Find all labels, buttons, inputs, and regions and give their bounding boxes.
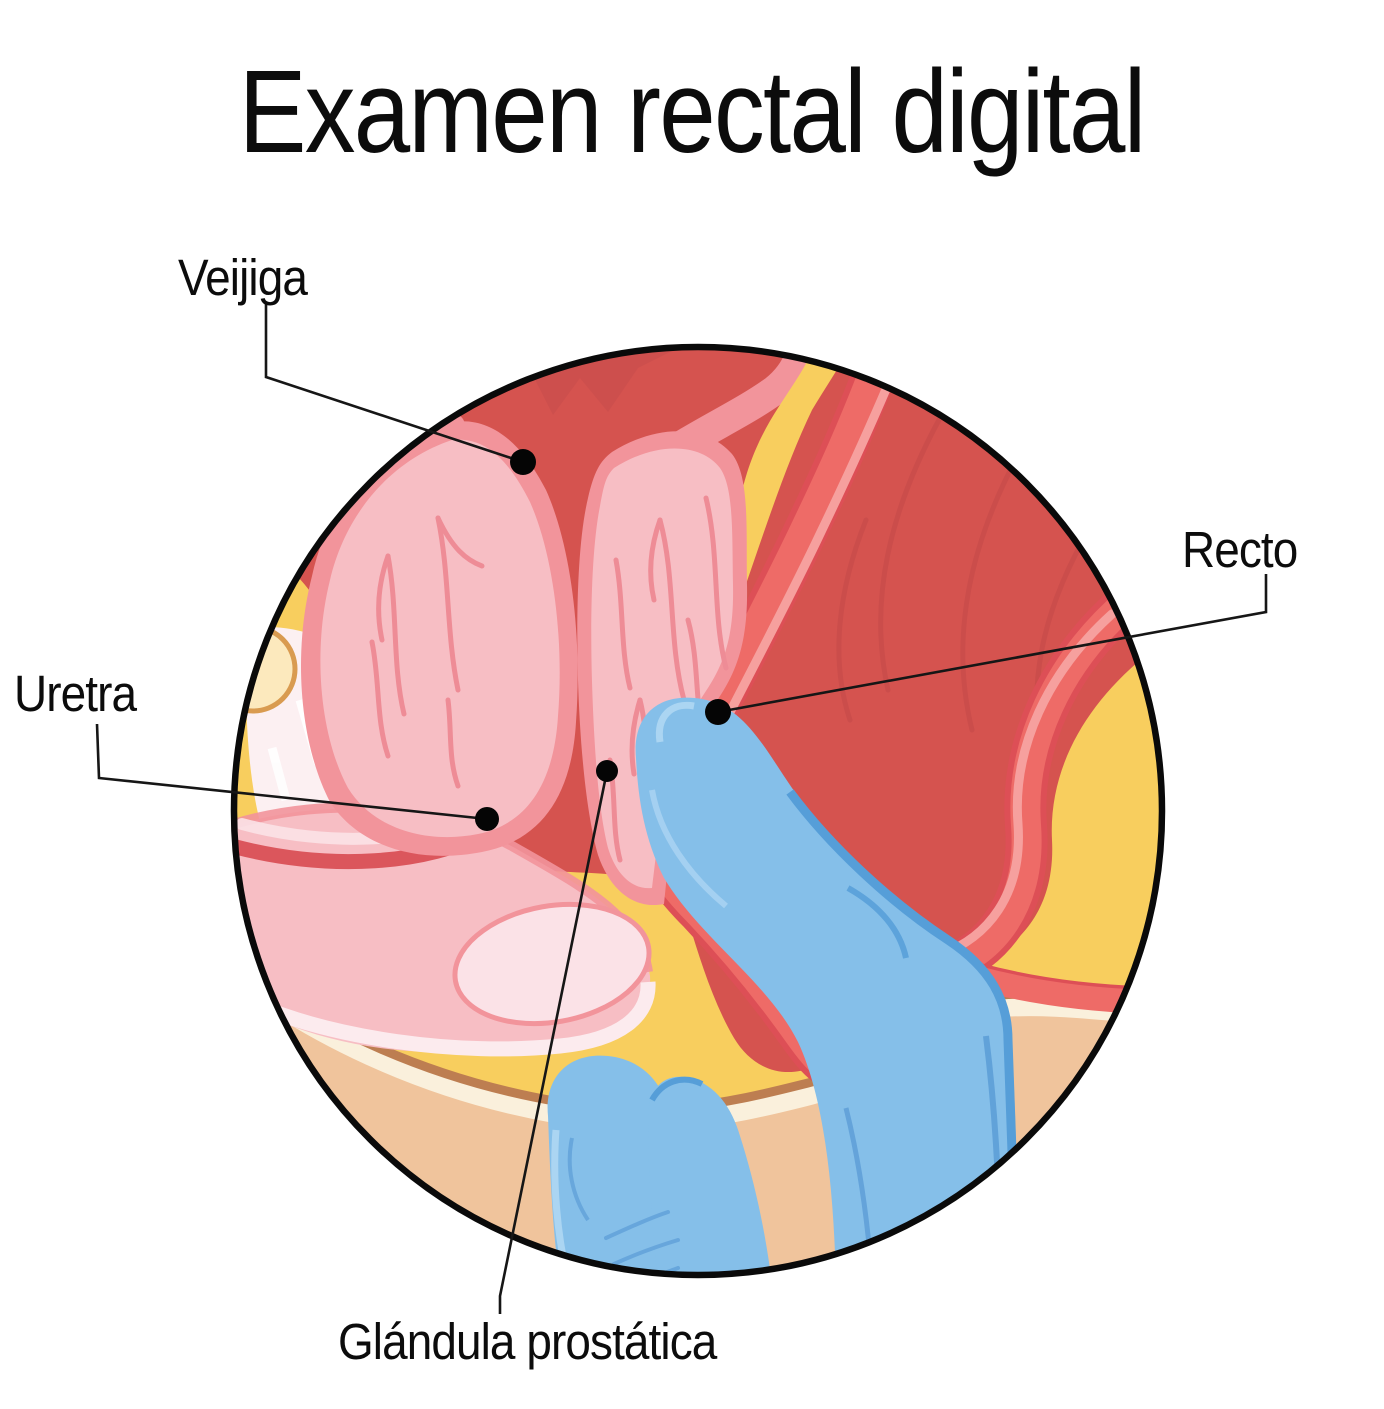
bladder-wall (300, 421, 578, 856)
label-urethra: Uretra (14, 665, 137, 722)
urethra-marker-dot (475, 807, 499, 831)
label-prostate: Glándula prostática (338, 1313, 717, 1370)
leader-lines (95, 302, 1268, 1314)
gloved-hand (547, 697, 1018, 1275)
prostate-marker-dot (596, 760, 618, 782)
bulb-gland (452, 901, 652, 1027)
label-rectum: Recto (1182, 521, 1298, 578)
bladder-marker-dot (510, 449, 536, 475)
label-bladder: Veijiga (178, 249, 308, 306)
prostate-leader-line (498, 770, 609, 1314)
magnifier-circle (230, 343, 1166, 1279)
urethra-leader-line (95, 723, 488, 821)
rectum-leader-line (717, 574, 1268, 714)
prostate-gland (577, 431, 748, 906)
page-title: Examen rectal digital (239, 46, 1147, 178)
fat-pocket-right (952, 636, 1162, 998)
rectum-marker-dot (705, 699, 731, 725)
marker-dots (475, 449, 731, 831)
bladder-leader-line (264, 302, 524, 464)
